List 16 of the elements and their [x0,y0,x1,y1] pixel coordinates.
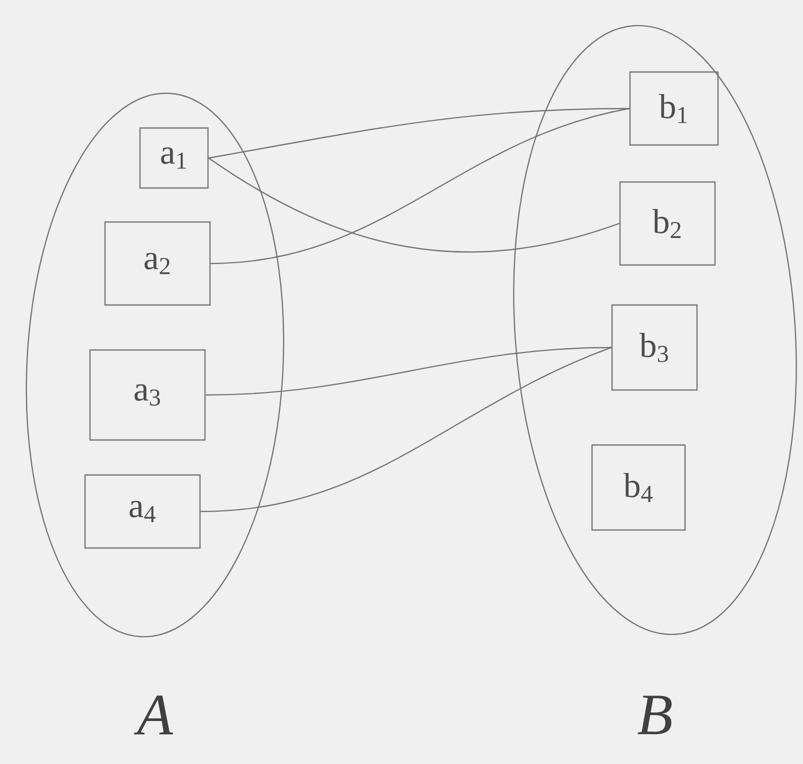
element-box: a$_{4}$ [84,474,201,549]
element-box: b$_{1}$ [629,71,719,146]
connector-line [206,346,612,396]
set-ellipse [26,92,284,638]
set-label: B [638,696,672,734]
element-box: b$_{4}$ [591,444,686,531]
connector-line [210,108,630,264]
element-box: a$_{3}$ [89,349,206,441]
connector-line [208,108,630,159]
connector-line [200,346,612,512]
element-box: b$_{3}$ [611,304,698,391]
element-box: b$_{2}$ [619,181,716,266]
connector-line [208,157,620,252]
element-box: a$_{2}$ [104,221,211,306]
element-box: a$_{1}$ [139,127,209,189]
set-label: A [134,696,174,734]
